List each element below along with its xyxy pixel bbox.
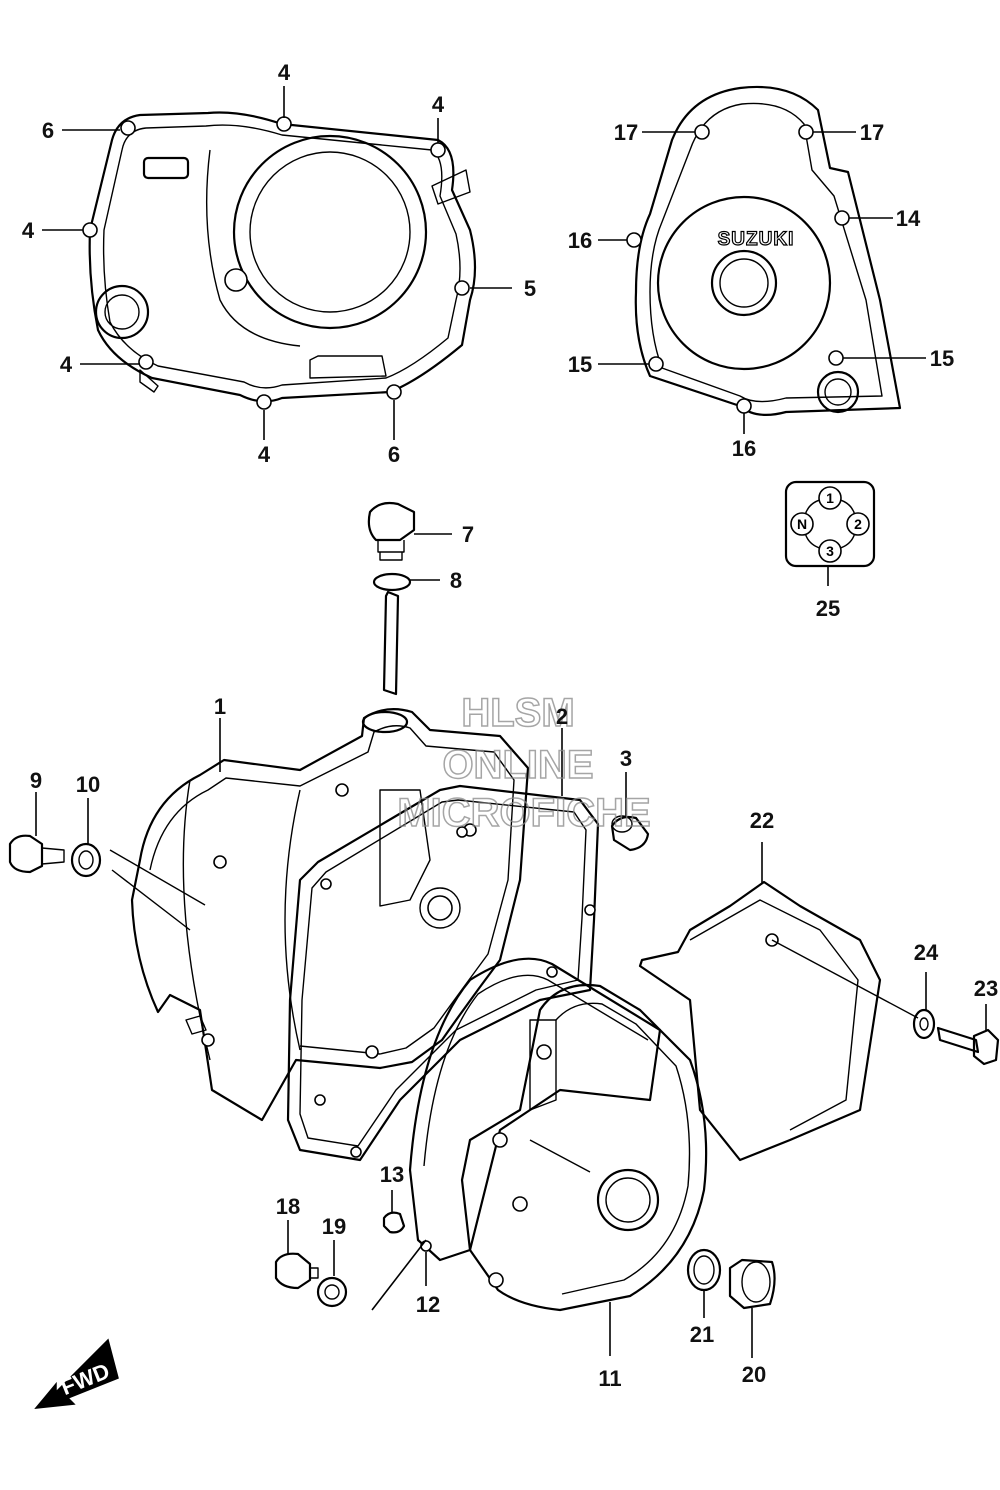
leader-lines-top-right: [598, 131, 926, 434]
o-ring-21: [686, 1248, 722, 1318]
callout-20: 20: [742, 1362, 766, 1387]
callout-21: 21: [690, 1322, 714, 1347]
callout-2: 2: [556, 704, 568, 729]
callout-11: 11: [598, 1366, 621, 1391]
callout-4d: 4: [60, 352, 73, 377]
callout-1: 1: [214, 694, 226, 719]
callout-18: 18: [276, 1194, 300, 1219]
gear-label-n: N: [797, 516, 807, 532]
generator-cover-view: SUZUKI: [626, 85, 902, 417]
bolt-23: [936, 1004, 1000, 1066]
callout-14: 14: [896, 206, 921, 231]
washer-10: [70, 798, 102, 878]
leader-lines-top-left: [42, 86, 512, 440]
watermark-line-3: MICROFICHE: [397, 791, 650, 835]
callout-4a: 4: [278, 60, 291, 85]
callout-5: 5: [524, 276, 536, 301]
callout-22: 22: [750, 808, 774, 833]
dowel-pin-3: [610, 772, 650, 852]
callout-16a: 16: [568, 228, 592, 253]
callout-16b: 16: [732, 436, 756, 461]
callout-17a: 17: [614, 120, 638, 145]
bolt-18: [274, 1220, 319, 1290]
gear-position-indicator: 1 2 3 N: [784, 480, 876, 586]
dowel-pin-13: [382, 1190, 406, 1234]
callout-3: 3: [620, 746, 632, 771]
forward-direction-arrow: FWD: [34, 1338, 119, 1409]
callout-6a: 6: [42, 118, 54, 143]
callout-13: 13: [380, 1162, 404, 1187]
callout-24: 24: [914, 940, 939, 965]
clutch-cover-assembly: [109, 707, 530, 1122]
callout-6b: 6: [388, 442, 400, 467]
callout-labels: 6 4 4 4 5 4 4 6 17 17 14 16 15 15 16 25 …: [22, 60, 998, 1391]
gear-label-1: 1: [826, 490, 834, 506]
callout-4b: 4: [432, 92, 445, 117]
callout-7: 7: [462, 522, 474, 547]
gear-label-3: 3: [826, 543, 834, 559]
suzuki-logo: SUZUKI: [718, 229, 795, 250]
sprocket-cover-22: [638, 842, 919, 1162]
callout-23: 23: [974, 976, 998, 1001]
callout-9: 9: [30, 768, 42, 793]
washer-24: [912, 972, 936, 1040]
callout-17b: 17: [860, 120, 884, 145]
callout-19: 19: [322, 1214, 346, 1239]
callout-12: 12: [416, 1292, 440, 1317]
callout-25: 25: [816, 596, 840, 621]
generator-cover-gasket: [371, 957, 662, 1311]
callout-10: 10: [76, 772, 100, 797]
generator-cover-11: [460, 984, 708, 1356]
clutch-cover-gasket-view: [82, 111, 477, 410]
watermark: HLSM ONLINE MICROFICHE: [397, 690, 652, 836]
gear-label-2: 2: [854, 516, 862, 532]
drain-bolt-9: [8, 792, 65, 874]
callout-15a: 15: [568, 352, 592, 377]
oil-filler-cap: [367, 501, 452, 696]
callout-15b: 15: [930, 346, 954, 371]
callout-4e: 4: [258, 442, 271, 467]
watermark-line-2: ONLINE: [442, 743, 593, 787]
watermark-line-1: HLSM: [461, 691, 574, 735]
callout-8: 8: [450, 568, 462, 593]
callout-4c: 4: [22, 218, 35, 243]
washer-19: [316, 1240, 348, 1308]
plug-20: [728, 1258, 776, 1358]
